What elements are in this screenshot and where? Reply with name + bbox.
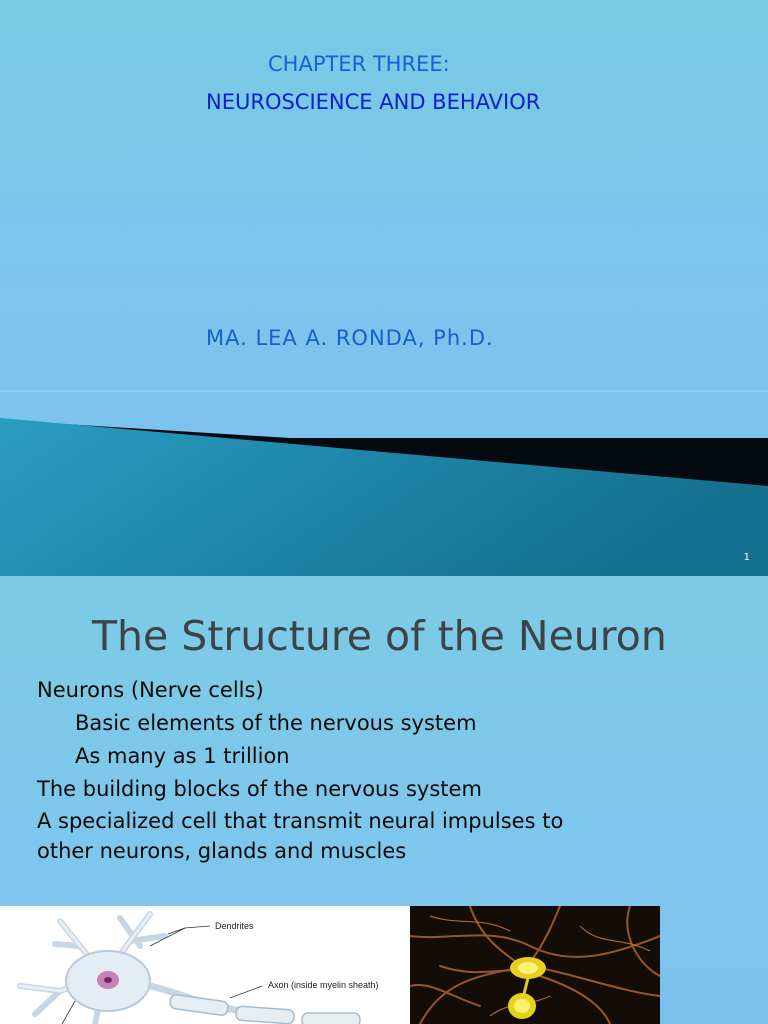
chapter-subtitle: NEUROSCIENCE AND BEHAVIOR <box>206 90 541 114</box>
content-slide: The Structure of the Neuron Neurons (Ner… <box>0 576 768 1024</box>
neuron-diagram-icon: Dendrites Axon (inside myelin sheath) <box>17 911 379 1024</box>
chapter-title: CHAPTER THREE: <box>268 52 450 76</box>
teal-wedge <box>0 418 768 576</box>
side-strip <box>660 968 768 1024</box>
title-slide: CHAPTER THREE: NEUROSCIENCE AND BEHAVIOR… <box>0 0 768 576</box>
decorative-band-graphic <box>0 390 768 576</box>
bullet-item: The building blocks of the nervous syste… <box>37 777 482 801</box>
bullet-item: Neurons (Nerve cells) <box>37 678 264 702</box>
bullet-item: A specialized cell that transmit neural … <box>37 809 564 833</box>
sub-bullet-item: Basic elements of the nervous system <box>75 711 477 735</box>
slide-number: 1 <box>743 552 750 563</box>
neuron-diagram-figure: Dendrites Axon (inside myelin sheath) <box>0 906 410 1024</box>
axon-label: Axon (inside myelin sheath) <box>268 980 379 990</box>
sub-bullet-item: As many as 1 trillion <box>75 744 290 768</box>
bullet-list: Neurons (Nerve cells) Basic elements of … <box>37 674 737 866</box>
neuron-micrograph-figure <box>410 906 660 1024</box>
slide-heading: The Structure of the Neuron <box>92 612 667 660</box>
dendrites-label: Dendrites <box>215 921 254 931</box>
author-name: MA. LEA A. RONDA, Ph.D. <box>206 326 494 350</box>
neuron-micrograph-icon <box>410 906 660 1024</box>
bullet-item: other neurons, glands and muscles <box>37 839 407 863</box>
